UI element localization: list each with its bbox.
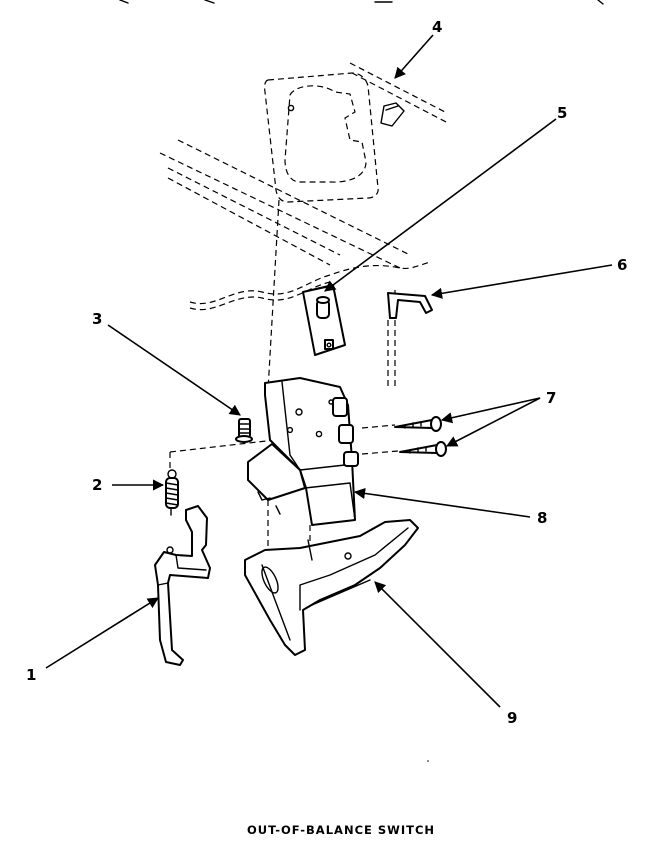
callout-1: 1 [26, 666, 36, 684]
callout-6: 6 [617, 256, 627, 274]
callout-3: 3 [92, 310, 102, 328]
callout-5: 5 [557, 104, 567, 122]
bracket-part-8 [247, 377, 359, 526]
clip-part-6 [387, 292, 433, 319]
mounting-plate-part-4 [264, 72, 405, 203]
cabinet-outline-dashed [159, 62, 449, 311]
stray-dot [427, 760, 429, 762]
callout-labels: 1 2 3 4 5 6 7 8 9 [26, 18, 627, 727]
arm-part-9 [244, 519, 419, 656]
callout-7: 7 [546, 389, 556, 407]
top-edge-fragment [119, 0, 604, 5]
lever-part-1 [154, 505, 211, 666]
diagram-title: OUT-OF-BALANCE SWITCH [247, 823, 435, 837]
callout-2: 2 [92, 476, 102, 494]
screws-part-7 [394, 416, 447, 457]
callout-4: 4 [432, 18, 442, 36]
leader-lines [45, 34, 613, 708]
screw-part-3 [235, 418, 253, 443]
alignment-lines [169, 199, 399, 561]
callout-8: 8 [537, 509, 547, 527]
spring-part-2 [165, 469, 179, 516]
switch-part-5 [302, 284, 346, 356]
callout-9: 9 [507, 709, 517, 727]
